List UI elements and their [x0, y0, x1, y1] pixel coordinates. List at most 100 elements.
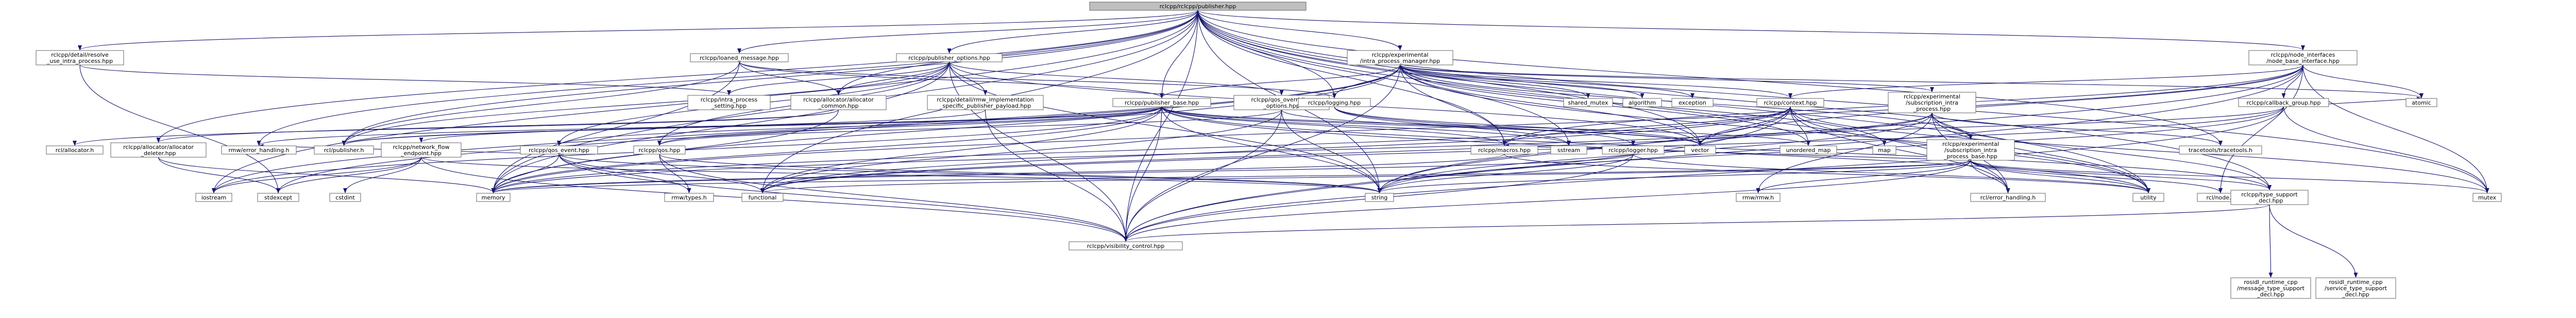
- node-box: [1622, 98, 1662, 107]
- node-label: rclcpp/experimental: [1942, 141, 1999, 147]
- node-resolve[interactable]: rclcpp/detail/resolve_use_intra_process.…: [36, 50, 124, 65]
- node-box: [1926, 139, 2015, 161]
- node-rosidl-msg[interactable]: rosidl_runtime_cpp/message_type_support_…: [2230, 277, 2311, 299]
- edge-nodeiface-to-context: [1788, 64, 2303, 98]
- node-logging[interactable]: rclcpp/logging.hpp: [1298, 98, 1371, 107]
- node-net-flow[interactable]: rclcpp/network_flow_endpoint.hpp: [381, 142, 462, 158]
- edge-root-to-logging: [1197, 10, 1336, 98]
- node-visibility[interactable]: rclcpp/visibility_control.hpp: [1069, 241, 1183, 250]
- node-unordered-map[interactable]: unordered_map: [1780, 145, 1837, 155]
- node-utility[interactable]: utility: [2132, 193, 2164, 202]
- node-macros[interactable]: rclcpp/macros.hpp: [1470, 145, 1538, 155]
- node-label: unordered_map: [1786, 147, 1831, 154]
- node-memory[interactable]: memory: [476, 193, 511, 202]
- node-rcl-pub[interactable]: rcl/publisher.h: [314, 145, 374, 155]
- edge-qos_override-to-string: [1281, 109, 1382, 193]
- edge-net_flow-to-string: [420, 157, 1382, 193]
- node-label: /service_type_support: [2325, 285, 2387, 292]
- edge-loaned-to-pubbase: [739, 61, 1164, 98]
- node-string[interactable]: string: [1365, 193, 1394, 202]
- node-ipm[interactable]: rclcpp/experimental/intra_process_manage…: [1347, 50, 1453, 65]
- node-label: _common.hpp: [818, 103, 859, 109]
- node-cstdint[interactable]: cstdint: [329, 193, 361, 202]
- node-nodeiface[interactable]: rclcpp/node_interfaces/node_base_interfa…: [2248, 50, 2358, 65]
- node-sub-intra-base[interactable]: rclcpp/experimental/subscription_intra_p…: [1926, 139, 2015, 161]
- node-rosidl-srv[interactable]: rosidl_runtime_cpp/service_type_support_…: [2315, 277, 2396, 299]
- edge-pubbase-to-net_flow: [419, 106, 1162, 143]
- edge-pubbase-to-visibility: [1124, 106, 1162, 242]
- node-box: [110, 142, 207, 158]
- edge-sub_intra-to-tracetools: [1931, 112, 2223, 146]
- edge-root-to-pubopts: [947, 10, 1198, 54]
- node-shared-mutex[interactable]: shared_mutex: [1563, 98, 1613, 107]
- edge-type_support-to-rosidl_msg: [2268, 204, 2273, 278]
- edge-context-to-unordered_map: [1790, 106, 1810, 146]
- node-sub-intra[interactable]: rclcpp/experimental/subscription_intra_p…: [1888, 92, 1976, 113]
- edge-qos_override-to-functional: [760, 109, 1282, 193]
- node-label: _process_base.hpp: [1943, 153, 1997, 160]
- node-label: string: [1371, 194, 1388, 201]
- edge-context-to-rcl_err: [1790, 106, 2010, 193]
- node-label: rclcpp/type_support: [2241, 191, 2298, 198]
- node-label: rosidl_runtime_cpp: [2329, 279, 2382, 286]
- node-cbgroup[interactable]: rclcpp/callback_group.hpp: [2238, 98, 2329, 107]
- edge-pubbase-to-memory: [491, 106, 1162, 193]
- node-functional[interactable]: functional: [741, 193, 784, 202]
- node-rmw-err[interactable]: rmw/error_handling.h: [221, 145, 297, 155]
- node-vector[interactable]: vector: [1684, 145, 1716, 155]
- node-pubbase[interactable]: rclcpp/publisher_base.hpp: [1112, 98, 1211, 107]
- node-root[interactable]: rclcpp/rclcpp/publisher.hpp: [1089, 2, 1307, 11]
- node-map[interactable]: map: [1872, 145, 1896, 155]
- node-context[interactable]: rclcpp/context.hpp: [1756, 98, 1824, 107]
- node-intra-setting[interactable]: rclcpp/intra_process_setting.hpp: [687, 95, 771, 110]
- node-alloc-common[interactable]: rclcpp/allocator/allocator_common.hpp: [790, 95, 887, 110]
- node-rcl-alloc[interactable]: rcl/allocator.h: [46, 145, 104, 155]
- node-label: rmw/types.h: [671, 194, 707, 201]
- node-pubopts[interactable]: rclcpp/publisher_options.hpp: [896, 53, 1003, 62]
- node-rcl-err[interactable]: rcl/error_handling.h: [1970, 193, 2046, 202]
- node-tracetools[interactable]: tracetools/tracetools.h: [2179, 145, 2262, 155]
- node-box: [690, 53, 789, 62]
- node-box: [36, 50, 124, 65]
- edge-pubbase-to-macros: [1161, 106, 1506, 146]
- edge-ipm-to-visibility: [1124, 64, 1401, 242]
- edge-nodeiface-to-memory: [491, 64, 2303, 193]
- node-iostream[interactable]: iostream: [195, 193, 232, 202]
- node-sstream[interactable]: sstream: [1550, 145, 1587, 155]
- node-rmw-types[interactable]: rmw/types.h: [664, 193, 714, 202]
- node-rmw-impl[interactable]: rclcpp/detail/rmw_implementation_specifi…: [927, 95, 1044, 110]
- edge-net_flow-to-cstdint: [343, 157, 422, 193]
- node-label: rclcpp/intra_process: [701, 96, 758, 103]
- edge-pubopts-to-intra_setting: [727, 61, 950, 95]
- node-label: rclcpp/experimental: [1371, 52, 1428, 58]
- node-box: [2238, 98, 2329, 107]
- edge-qos_event-to-memory: [491, 154, 560, 193]
- node-algorithm[interactable]: algorithm: [1622, 98, 1662, 107]
- node-label: _decl.hpp: [2257, 291, 2284, 298]
- node-box: [195, 193, 232, 202]
- node-label: algorithm: [1629, 99, 1656, 106]
- node-label: rclcpp/detail/rmw_implementation: [937, 96, 1033, 103]
- edge-loaned-to-alloc_common: [739, 61, 841, 95]
- node-box: [314, 145, 374, 155]
- node-box: [633, 145, 686, 155]
- edge-pubopts-to-memory: [491, 61, 950, 193]
- edge-sub_intra_base-to-rmw_rmw: [1756, 160, 1971, 193]
- node-logger[interactable]: rclcpp/logger.hpp: [1602, 145, 1665, 155]
- node-type-support[interactable]: rclcpp/type_support_decl.hpp: [2230, 190, 2309, 205]
- node-mutex[interactable]: mutex: [2472, 193, 2502, 202]
- node-atomic[interactable]: atomic: [2405, 98, 2437, 107]
- node-stdexcept[interactable]: stdexcept: [257, 193, 299, 202]
- node-rmw-rmw[interactable]: rmw/rmw.h: [1736, 193, 1781, 202]
- node-qos[interactable]: rclcpp/qos.hpp: [633, 145, 686, 155]
- node-alloc-deleter[interactable]: rclcpp/allocator/allocator_deleter.hpp: [110, 142, 207, 158]
- edge-cbgroup-to-mutex: [2283, 106, 2489, 193]
- edge-ipm-to-atomic: [1399, 64, 2424, 98]
- edge-ipm-to-utility: [1399, 64, 2150, 193]
- node-box: [221, 145, 297, 155]
- node-exception[interactable]: exception: [1671, 98, 1714, 107]
- node-label: memory: [482, 194, 505, 201]
- node-loaned[interactable]: rclcpp/loaned_message.hpp: [690, 53, 789, 62]
- node-label: cstdint: [335, 194, 355, 201]
- node-qos-event[interactable]: rclcpp/qos_event.hpp: [520, 145, 598, 155]
